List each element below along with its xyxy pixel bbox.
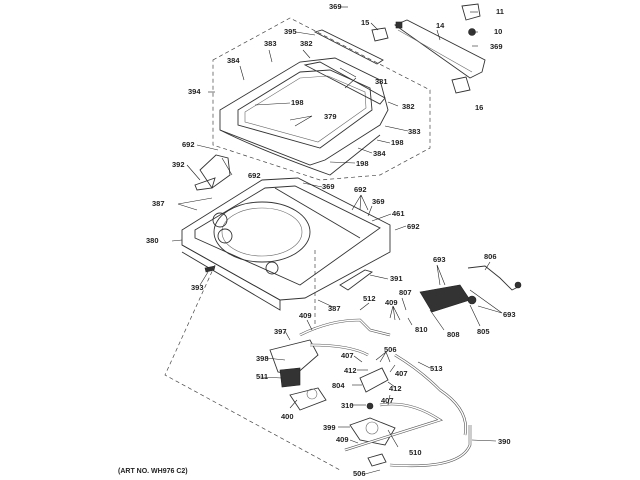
callout-409: 409 — [336, 435, 349, 444]
callout-399: 399 — [323, 423, 336, 432]
harness-806 — [467, 265, 521, 291]
callout-506: 506 — [384, 345, 397, 354]
callout-412: 412 — [389, 384, 402, 393]
callout-382: 382 — [402, 102, 415, 111]
callout-693: 693 — [503, 310, 516, 319]
callout-15: 15 — [361, 18, 370, 27]
callout-198: 198 — [391, 138, 404, 147]
callout-394: 394 — [188, 87, 201, 96]
callout-387: 387 — [152, 199, 165, 208]
handle-391 — [339, 269, 373, 291]
callout-692: 692 — [182, 140, 195, 149]
manifold-804 — [359, 367, 389, 393]
callout-807: 807 — [399, 288, 412, 297]
callout-16: 16 — [475, 103, 484, 112]
art-number: (ART NO. WH976 C2) — [118, 468, 188, 475]
callout-11: 11 — [496, 7, 504, 16]
callout-395: 395 — [284, 27, 297, 36]
hinge-cover-395 — [313, 29, 384, 65]
callout-806: 806 — [484, 252, 497, 261]
callout-198: 198 — [356, 159, 369, 168]
plug-310 — [366, 402, 374, 410]
callout-384: 384 — [373, 149, 386, 158]
callout-397: 397 — [274, 327, 287, 336]
callout-511: 511 — [256, 372, 269, 381]
callout-380: 380 — [146, 236, 159, 245]
pump-port — [365, 421, 379, 435]
pump-397 — [269, 339, 319, 388]
callout-390: 390 — [498, 437, 511, 446]
dispenser-bracket-14 — [394, 19, 486, 79]
guide-line — [164, 264, 341, 471]
connector — [514, 281, 522, 289]
connector-506 — [367, 453, 387, 467]
callout-379: 379 — [324, 112, 337, 121]
callout-506: 506 — [353, 469, 366, 478]
callout-808: 808 — [447, 330, 460, 339]
callout-310: 310 — [341, 401, 354, 410]
lid-frame — [219, 57, 389, 176]
callout-692: 692 — [248, 171, 261, 180]
callout-383: 383 — [408, 127, 421, 136]
callout-409: 409 — [385, 298, 398, 307]
lid-assembly-boundary — [212, 17, 431, 181]
callout-400: 400 — [281, 412, 294, 421]
hoses — [299, 318, 472, 468]
callout-382: 382 — [300, 39, 313, 48]
callout-369: 369 — [322, 182, 335, 191]
leader-lines — [171, 6, 503, 475]
callout-392: 392 — [172, 160, 185, 169]
callout-398: 398 — [256, 354, 269, 363]
callout-510: 510 — [409, 448, 422, 457]
cover-11 — [461, 3, 481, 21]
callout-387: 387 — [328, 304, 341, 313]
callout-512: 512 — [363, 294, 376, 303]
callout-409: 409 — [299, 311, 312, 320]
callout-381: 381 — [375, 77, 388, 86]
callout-692: 692 — [407, 222, 420, 231]
callout-369: 369 — [490, 42, 503, 51]
callout-407: 407 — [395, 369, 408, 378]
callout-10: 10 — [494, 27, 503, 36]
callout-14: 14 — [436, 21, 445, 30]
callout-810: 810 — [415, 325, 428, 334]
callout-369: 369 — [372, 197, 385, 206]
pump-port — [306, 388, 318, 400]
hinge-381 — [303, 61, 386, 105]
callout-692: 692 — [354, 185, 367, 194]
callout-393: 393 — [191, 283, 204, 292]
callout-805: 805 — [477, 327, 490, 336]
callout-383: 383 — [264, 39, 277, 48]
callout-412: 412 — [344, 366, 357, 375]
callout-198: 198 — [291, 98, 304, 107]
callout-804: 804 — [332, 381, 345, 390]
callout-391: 391 — [390, 274, 403, 283]
cap-15 — [371, 27, 389, 42]
callout-513: 513 — [430, 364, 443, 373]
top-panel-380 — [181, 177, 391, 311]
callout-407: 407 — [381, 396, 394, 405]
lid-latch-392 — [194, 154, 231, 191]
valve-assembly-808 — [419, 284, 477, 313]
clip-393 — [204, 265, 216, 273]
callout-369: 369 — [329, 2, 342, 11]
cap-16 — [451, 76, 471, 94]
callout-384: 384 — [227, 56, 240, 65]
callout-407: 407 — [341, 351, 354, 360]
callout-461: 461 — [392, 209, 405, 218]
callout-693: 693 — [433, 255, 446, 264]
